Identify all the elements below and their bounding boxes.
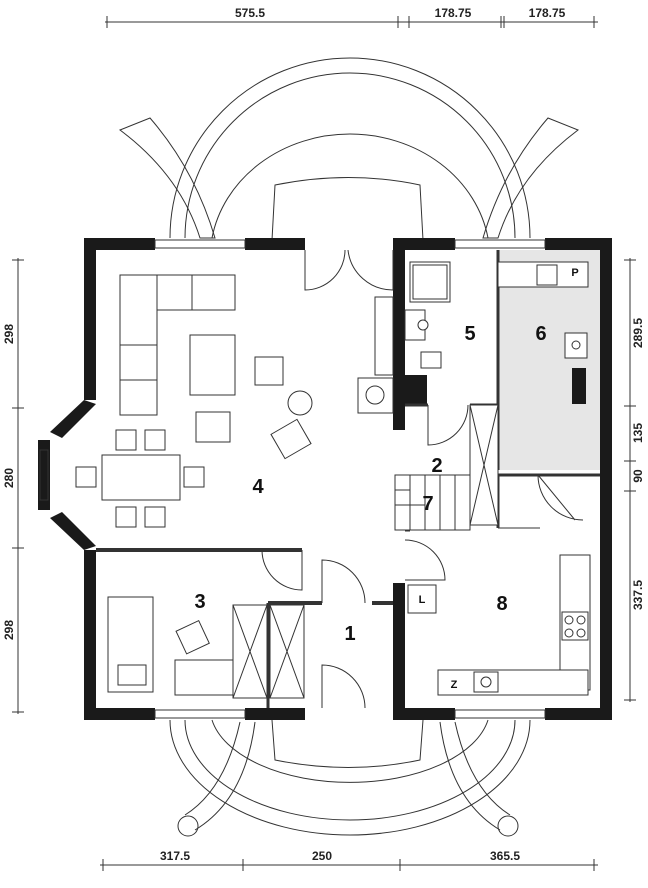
room-8-label: 8	[496, 593, 507, 615]
room-6-label: 6	[535, 323, 546, 345]
room-3-label: 3	[194, 591, 205, 613]
dim-right-4: 337.5	[631, 580, 645, 610]
doors	[261, 249, 584, 709]
dim-left-3: 298	[2, 620, 16, 640]
dim-top-2: 178.75	[435, 6, 472, 20]
dim-top-1: 575.5	[235, 6, 265, 20]
furniture	[75, 261, 591, 699]
dimension-lines	[12, 16, 636, 871]
dim-right-3: 90	[631, 469, 645, 483]
dim-top-3: 178.75	[529, 6, 566, 20]
walls	[38, 238, 612, 720]
pantry-label: P	[571, 267, 578, 279]
room-1-label: 1	[344, 623, 355, 645]
windows	[39, 239, 546, 719]
dim-bottom-2: 250	[312, 849, 332, 863]
dim-left-1: 298	[2, 324, 16, 344]
dim-left-2: 280	[2, 468, 16, 488]
dim-right-1: 289.5	[631, 318, 645, 348]
room-2-label: 2	[431, 455, 442, 477]
dim-bottom-1: 317.5	[160, 849, 190, 863]
room-4-label: 4	[252, 476, 264, 498]
fridge-label: L	[419, 594, 426, 606]
room-5-label: 5	[464, 323, 475, 345]
terrace-arcs	[118, 57, 580, 837]
room-7-label: 7	[422, 493, 433, 515]
dim-right-2: 135	[631, 423, 645, 443]
sink-label: Z	[451, 679, 458, 691]
dim-bottom-3: 365.5	[490, 849, 520, 863]
